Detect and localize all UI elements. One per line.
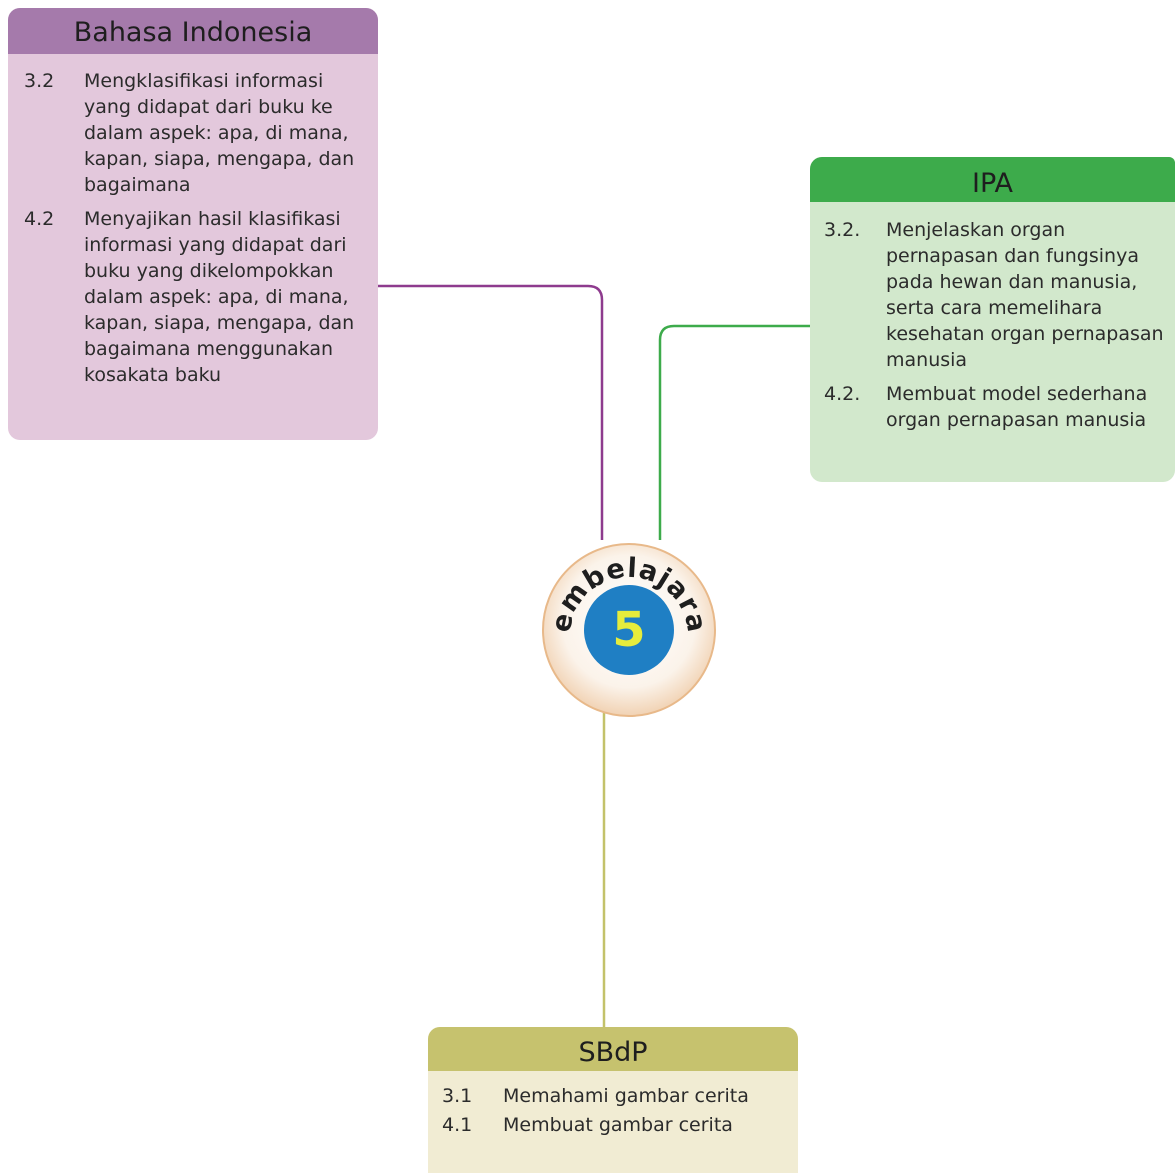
- connector-ipa: [658, 324, 810, 540]
- card-title: IPA: [810, 157, 1175, 202]
- item-text: Memahami gambar cerita: [503, 1085, 749, 1107]
- list-item: 3.2. Menjelaskan organ pernapasan dan fu…: [824, 217, 1165, 373]
- item-number: 3.2.: [824, 219, 861, 241]
- item-number: 4.2.: [824, 383, 861, 405]
- badge-number: 5: [612, 602, 646, 658]
- card-sbdp: SBdP 3.1 Memahami gambar cerita 4.1 Memb…: [428, 1027, 798, 1173]
- competency-list: 3.2 Mengklasifikasi informasi yang didap…: [8, 54, 378, 388]
- card-title: Bahasa Indonesia: [8, 8, 378, 54]
- competency-list: 3.2. Menjelaskan organ pernapasan dan fu…: [810, 202, 1175, 433]
- list-item: 4.2 Menyajikan hasil klasifikasi informa…: [24, 206, 364, 388]
- item-number: 3.1: [442, 1085, 473, 1107]
- card-title: SBdP: [428, 1027, 798, 1071]
- card-bahasa-indonesia: Bahasa Indonesia 3.2 Mengklasifikasi inf…: [8, 8, 378, 440]
- item-text: Mengklasifikasi informasi yang didapat d…: [84, 70, 355, 196]
- item-number: 3.2: [24, 70, 55, 92]
- item-text: Membuat gambar cerita: [503, 1114, 733, 1136]
- list-item: 4.1 Membuat gambar cerita: [442, 1112, 788, 1138]
- item-text: Membuat model sederhana organ pernapasan…: [886, 383, 1148, 431]
- card-ipa: IPA 3.2. Menjelaskan organ pernapasan da…: [810, 157, 1175, 482]
- list-item: 4.2. Membuat model sederhana organ perna…: [824, 381, 1165, 433]
- item-number: 4.2: [24, 208, 55, 230]
- item-text: Menyajikan hasil klasifikasi informasi y…: [84, 208, 355, 386]
- list-item: 3.1 Memahami gambar cerita: [442, 1083, 788, 1109]
- list-item: 3.2 Mengklasifikasi informasi yang didap…: [24, 68, 364, 198]
- item-text: Menjelaskan organ pernapasan dan fungsin…: [886, 219, 1164, 371]
- badge-inner-circle: [584, 585, 674, 675]
- competency-list: 3.1 Memahami gambar cerita 4.1 Membuat g…: [428, 1071, 798, 1138]
- connector-bahasa-indonesia: [378, 284, 604, 540]
- item-number: 4.1: [442, 1114, 473, 1136]
- pembelajaran-badge: Pembelajaran 5: [526, 516, 722, 720]
